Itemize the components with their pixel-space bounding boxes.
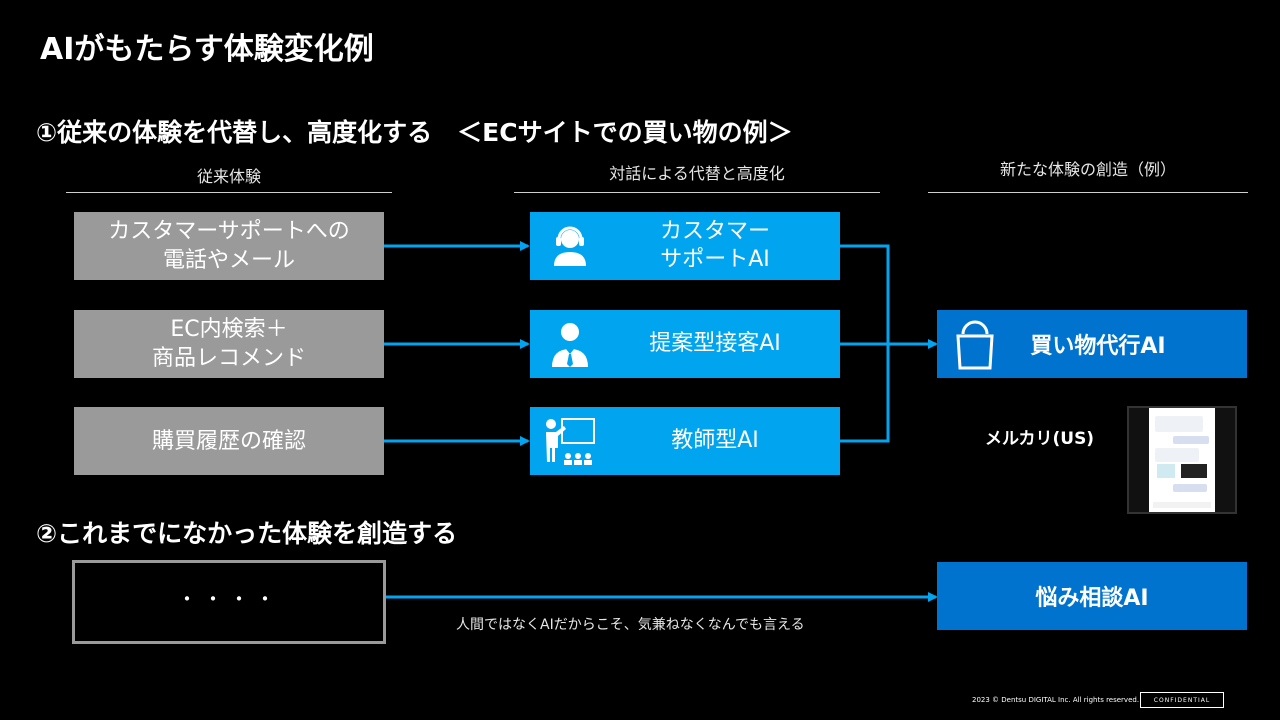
legacy-search-box: EC内検索＋ 商品レコメンド <box>74 310 384 378</box>
customer-support-ai-box: カスタマー サポートAI <box>530 212 840 280</box>
page-title: AIがもたらす体験変化例 <box>40 32 374 67</box>
undefined-experience-box: ・・・・ <box>72 560 386 644</box>
column-header-legacy: 従来体験 <box>196 167 261 186</box>
proposal-ai-box: 提案型接客AI <box>530 310 840 378</box>
example-label: メルカリ(US) <box>985 429 1095 449</box>
consult-ai-box: 悩み相談AI <box>937 562 1247 630</box>
teacher-ai-label: 教師型AI <box>671 428 759 453</box>
shopping-agent-box: 買い物代行AI <box>937 310 1247 378</box>
shopping-agent-label: 買い物代行AI <box>1030 334 1166 359</box>
businessman-icon <box>530 320 610 368</box>
example-screenshot <box>1127 406 1237 514</box>
teacher-icon <box>530 416 610 466</box>
shopping-bag-icon <box>955 320 995 376</box>
column-header-ai: 対話による代替と高度化 <box>609 164 785 183</box>
arrow-caption: 人間ではなくAIだからこそ、気兼ねなくなんでも言える <box>456 617 805 633</box>
section2-heading: ②これまでになかった体験を創造する <box>36 519 458 548</box>
proposal-ai-label: 提案型接客AI <box>649 331 781 356</box>
confidential-badge: CONFIDENTIAL <box>1140 692 1224 708</box>
column-header-new: 新たな体験の創造（例） <box>999 160 1176 179</box>
copyright-text: 2023 © Dentsu DIGITAL Inc. All rights re… <box>972 696 1140 704</box>
legacy-support-box: カスタマーサポートへの 電話やメール <box>74 212 384 280</box>
column-divider-ai <box>514 192 880 193</box>
section1-heading: ①従来の体験を代替し、高度化する ＜ECサイトでの買い物の例＞ <box>36 118 793 147</box>
headset-agent-icon <box>530 224 610 268</box>
legacy-history-box: 購買履歴の確認 <box>74 407 384 475</box>
column-divider-legacy <box>66 192 392 193</box>
column-divider-new <box>928 192 1248 193</box>
customer-support-ai-label: カスタマー サポートAI <box>659 219 770 272</box>
teacher-ai-box: 教師型AI <box>530 407 840 475</box>
